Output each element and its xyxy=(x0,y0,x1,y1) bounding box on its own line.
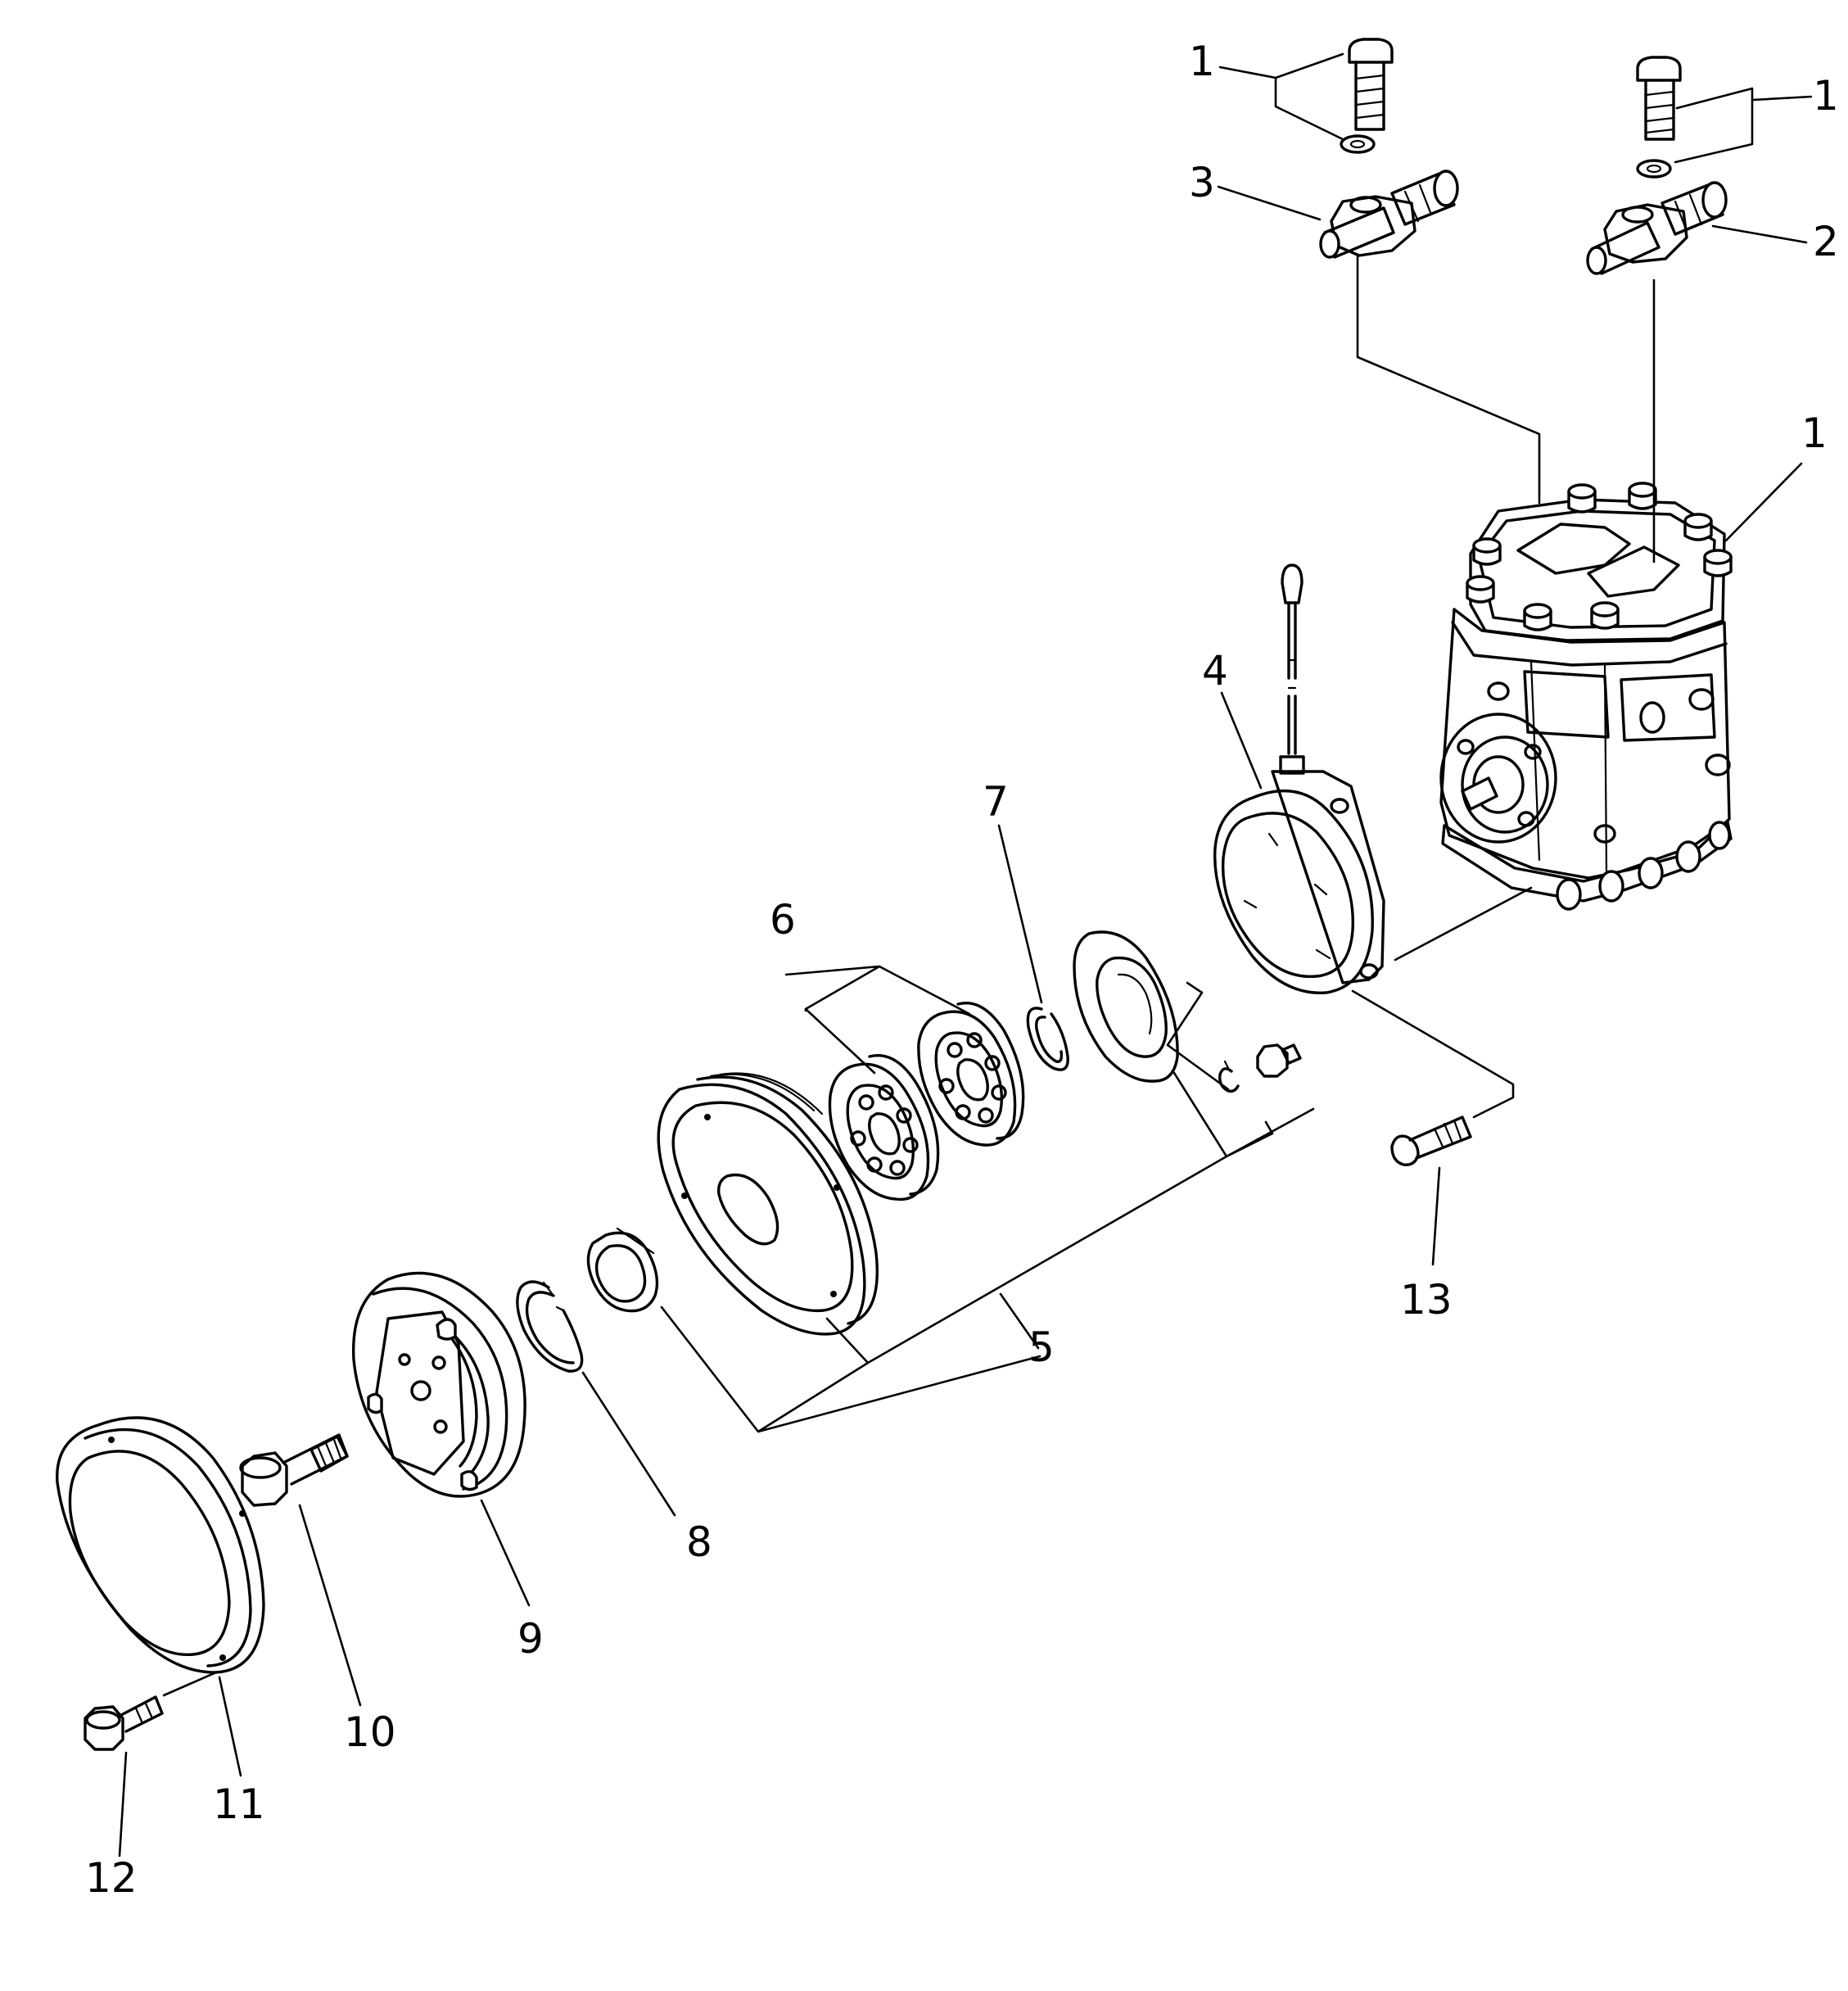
washer-icon xyxy=(1636,159,1672,179)
callout-8: 8 xyxy=(686,1518,712,1566)
callout-13: 13 xyxy=(1400,1276,1453,1324)
callout-12: 12 xyxy=(85,1854,138,1902)
cover-icon xyxy=(56,1416,265,1674)
fitting-icon xyxy=(1319,170,1459,259)
bolt-icon xyxy=(84,1695,164,1751)
pulley-icon xyxy=(657,1072,879,1336)
head-bolt xyxy=(1472,537,1502,566)
snap-ring-icon xyxy=(1026,1007,1069,1071)
bolt-icon xyxy=(239,1433,349,1507)
callout-7: 7 xyxy=(983,778,1009,826)
armature-plate-icon xyxy=(351,1271,526,1498)
callout-5: 5 xyxy=(1028,1324,1055,1371)
callout-2: 2 xyxy=(1813,218,1839,265)
callout-1-top-left: 1 xyxy=(1189,38,1215,85)
callout-6: 6 xyxy=(770,896,796,943)
retaining-clip xyxy=(1218,1060,1240,1093)
bolt-icon xyxy=(1390,1115,1472,1166)
head-bolt xyxy=(1628,482,1657,510)
head-bolt xyxy=(1466,575,1495,604)
snap-ring-icon xyxy=(516,1280,584,1373)
head-bolt xyxy=(1523,603,1552,631)
field-coil-icon xyxy=(1213,563,1385,994)
callout-1-compressor: 1 xyxy=(1801,410,1828,457)
bolt-icon xyxy=(1256,1043,1302,1078)
seal-plate xyxy=(1073,930,1179,1083)
callout-10: 10 xyxy=(344,1708,396,1756)
washer-icon xyxy=(1340,134,1376,154)
bearing-icon xyxy=(828,1054,940,1201)
fitting-icon xyxy=(1586,181,1728,275)
callout-4: 4 xyxy=(1202,647,1228,695)
callout-1-top-right: 1 xyxy=(1813,72,1839,120)
head-bolt xyxy=(1703,549,1733,577)
bearing-icon xyxy=(917,1002,1025,1147)
sleeve xyxy=(586,1227,659,1313)
head-bolt xyxy=(1567,483,1597,514)
head-bolt xyxy=(1590,601,1620,630)
compressor-icon xyxy=(1439,482,1733,911)
bolt-icon xyxy=(1348,38,1394,131)
callout-9: 9 xyxy=(517,1615,544,1663)
callout-11: 11 xyxy=(213,1781,265,1828)
callout-3: 3 xyxy=(1189,159,1215,206)
head-bolt xyxy=(1683,513,1713,541)
bolt-icon xyxy=(1636,56,1682,141)
leader-lines xyxy=(118,52,1813,1858)
